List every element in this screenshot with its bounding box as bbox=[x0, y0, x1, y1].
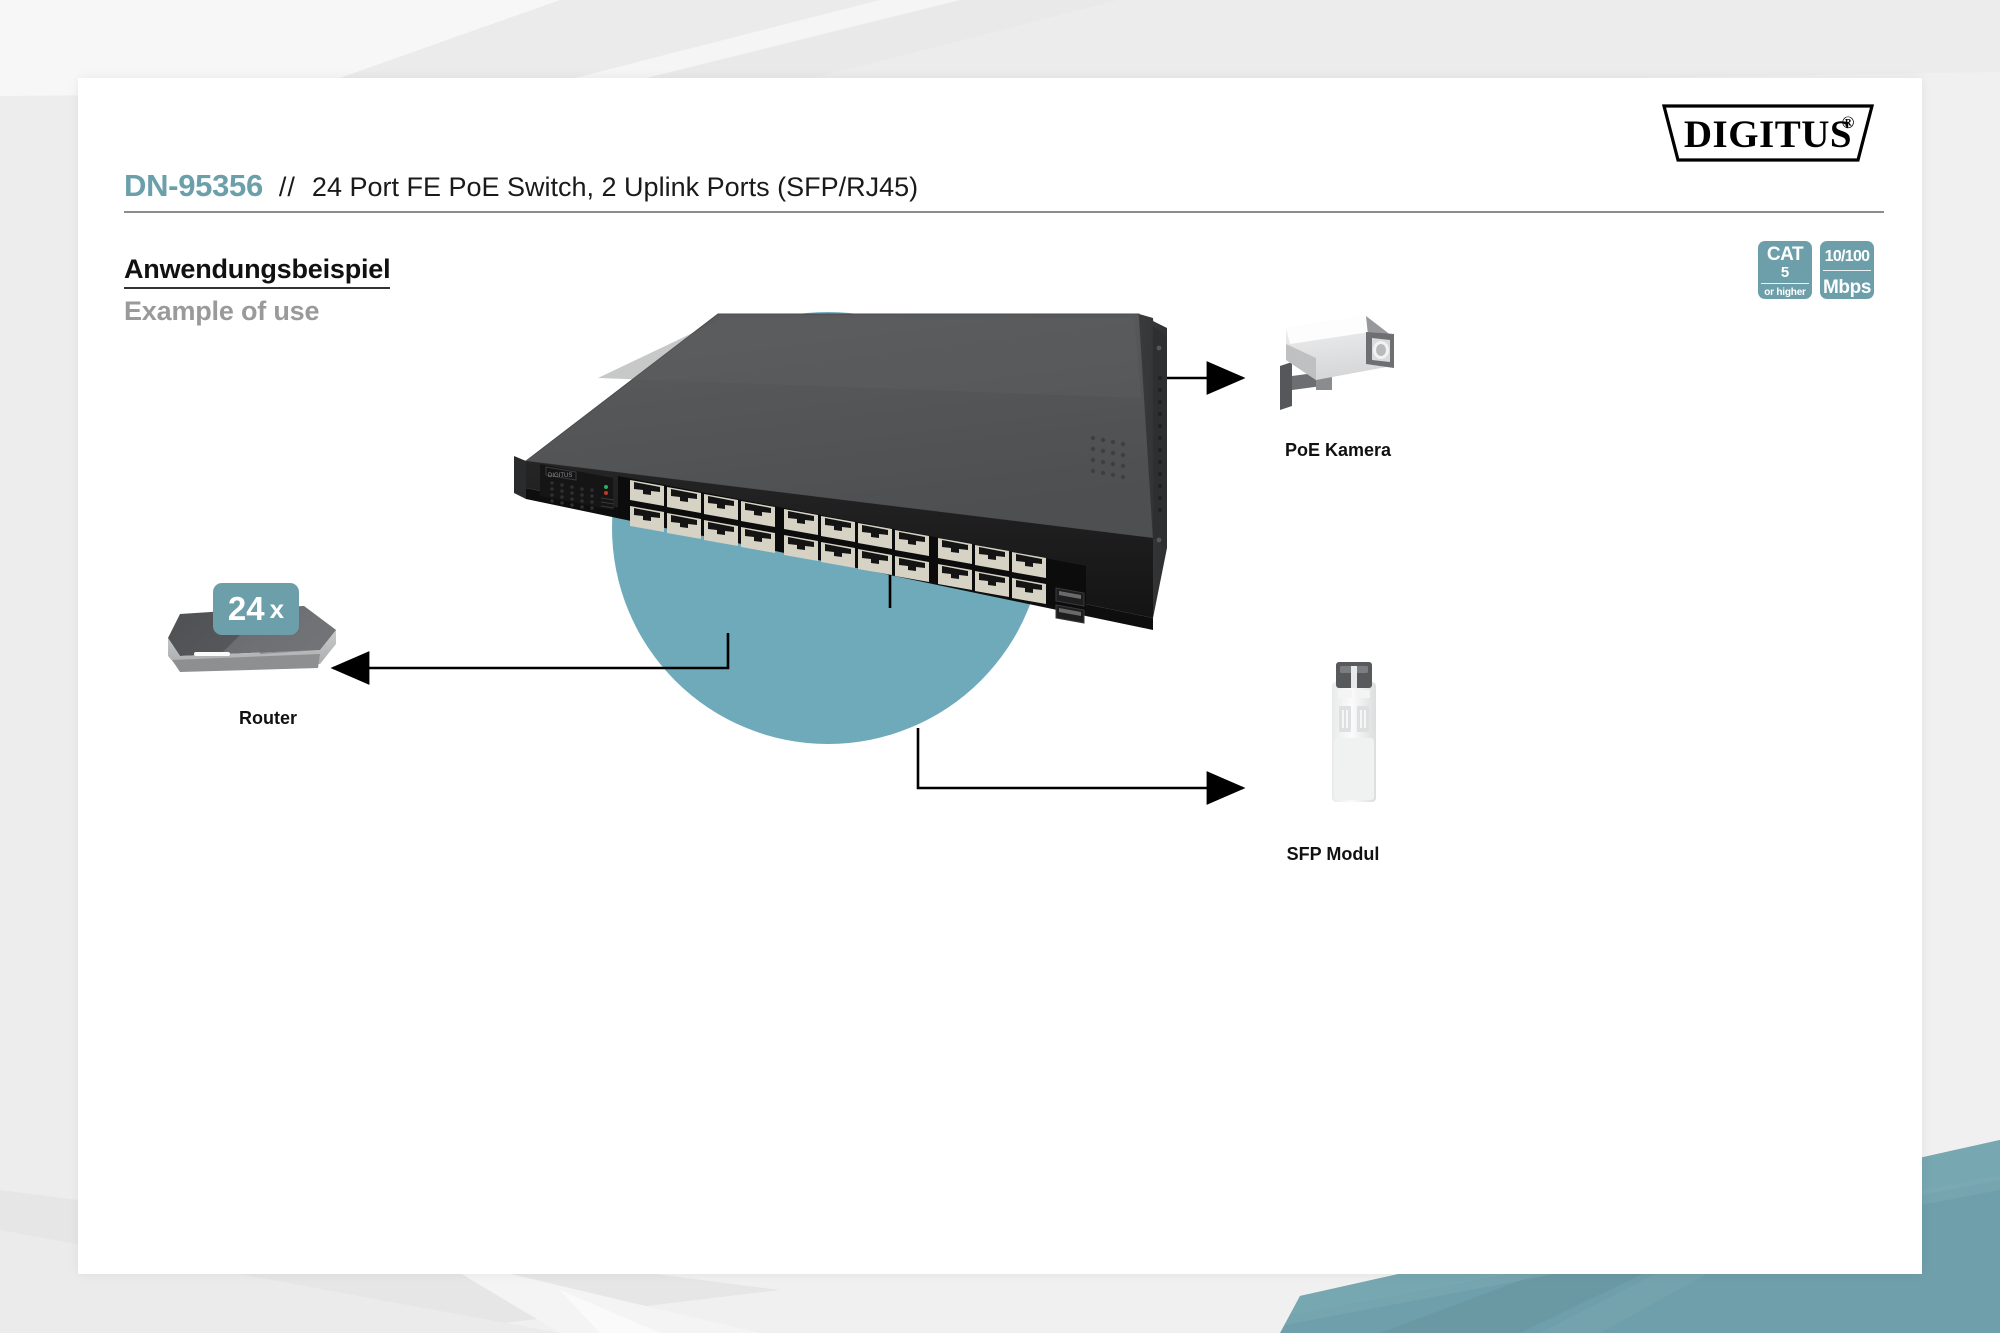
sfp-port-cages bbox=[1055, 587, 1085, 624]
diagram-stage: DIGITUS bbox=[78, 78, 1922, 1274]
connector-to-router bbox=[330, 633, 730, 685]
security-camera-icon bbox=[1280, 316, 1394, 410]
switch-vent-holes bbox=[1158, 376, 1162, 512]
sfp-module-icon bbox=[1332, 662, 1376, 802]
registered-trademark-icon: ® bbox=[1842, 113, 1855, 132]
network-switch-device: DIGITUS bbox=[514, 313, 1167, 630]
cat-badge-line1: CAT bbox=[1766, 244, 1804, 265]
port-count-number: 24 bbox=[227, 590, 265, 627]
section-heading: Anwendungsbeispiel Example of use bbox=[124, 254, 391, 327]
speed-badge: 10/100 Mbps bbox=[1820, 241, 1874, 299]
switch-top-vent bbox=[1090, 435, 1126, 480]
camera-label: PoE Kamera bbox=[1284, 440, 1392, 460]
title-separator: // bbox=[278, 172, 296, 202]
section-heading-en: Example of use bbox=[124, 296, 320, 326]
speed-badge-line1: 10/100 bbox=[1823, 249, 1871, 271]
svg-text:DIGITUS: DIGITUS bbox=[548, 473, 572, 479]
product-sku: DN-95356 bbox=[124, 168, 263, 203]
content-card: DIGITUS ® DN-95356 // 24 Port FE PoE Switc… bbox=[78, 78, 1922, 1274]
product-title-row: DN-95356 // 24 Port FE PoE Switch, 2 Uplin… bbox=[124, 168, 1884, 213]
spec-badges: CAT 5 or higher 10/100 Mbps bbox=[1758, 241, 1874, 299]
sfp-label: SFP Modul bbox=[1286, 844, 1380, 864]
section-heading-de: Anwendungsbeispiel bbox=[124, 254, 391, 289]
switch-led-panel: DIGITUS bbox=[540, 464, 615, 510]
digitus-logo: DIGITUS ® bbox=[1658, 102, 1878, 166]
cat-badge-line2: 5 bbox=[1761, 265, 1809, 284]
connector-to-sfp bbox=[916, 728, 1246, 805]
page-title: 24 Port FE PoE Switch, 2 Uplink Ports (S… bbox=[311, 172, 919, 202]
port-count-unit: x bbox=[269, 593, 285, 624]
router-label: Router bbox=[239, 708, 297, 728]
cat-badge: CAT 5 or higher bbox=[1758, 241, 1812, 299]
logo-wordmark: DIGITUS bbox=[1684, 113, 1852, 156]
cat-badge-line3: or higher bbox=[1764, 287, 1806, 298]
diagram-graphics: DIGITUS bbox=[168, 312, 1394, 805]
speed-badge-line2: Mbps bbox=[1823, 277, 1872, 298]
rj45-port-array bbox=[630, 480, 1046, 604]
